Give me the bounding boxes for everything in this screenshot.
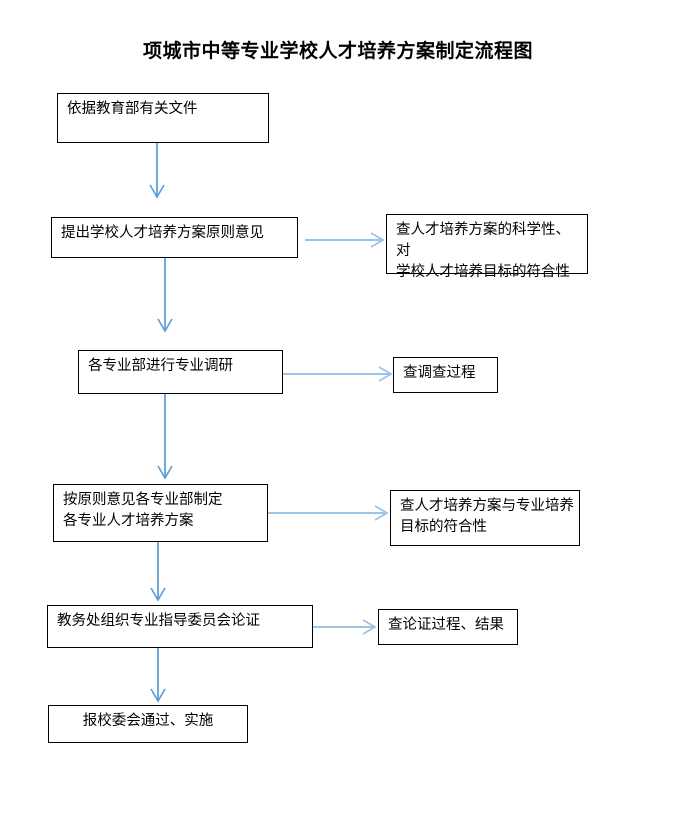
page-title: 项城市中等专业学校人才培养方案制定流程图 [142,40,533,62]
connector-step4-step5 [150,541,166,602]
connector-step5-check4 [313,619,377,635]
process-node-step-1[interactable]: 依据教育部有关文件 [57,93,269,143]
process-node-step-4-label: 按原则意见各专业部制定 各专业人才培养方案 [63,492,223,529]
connector-step2-step3 [157,258,173,333]
connector-step5-step6 [150,648,166,703]
process-node-step-2[interactable]: 提出学校人才培养方案原则意见 [51,217,298,258]
connector-step3-step4 [157,394,173,480]
connector-step4-check3 [268,505,389,521]
check-node-check-1[interactable]: 查人才培养方案的科学性、对 学校人才培养目标的符合性 [386,214,588,280]
horizontal-connectors [268,232,393,635]
connector-step1-step2 [149,143,165,199]
process-node-step-6-label: 报校委会通过、实施 [82,713,214,729]
check-node-check-3[interactable]: 查人才培养方案与专业培养 目标的符合性 [390,490,580,546]
process-node-step-4[interactable]: 按原则意见各专业部制定 各专业人才培养方案 [53,484,268,542]
process-node-step-6[interactable]: 报校委会通过、实施 [48,705,248,743]
process-node-step-5[interactable]: 教务处组织专业指导委员会论证 [47,605,313,648]
process-node-step-5-label: 教务处组织专业指导委员会论证 [57,613,260,629]
process-node-step-2-label: 提出学校人才培养方案原则意见 [61,225,264,241]
process-node-step-3[interactable]: 各专业部进行专业调研 [78,350,283,394]
check-node-check-2-label: 查调查过程 [403,365,476,381]
process-node-step-3-label: 各专业部进行专业调研 [88,358,233,374]
process-node-step-1-label: 依据教育部有关文件 [67,101,198,117]
check-node-check-1-label: 查人才培养方案的科学性、对 学校人才培养目标的符合性 [396,222,570,280]
check-node-check-4-label: 查论证过程、结果 [388,617,504,633]
connector-step2-check1 [305,232,385,248]
check-node-check-3-label: 查人才培养方案与专业培养 目标的符合性 [400,498,574,535]
check-node-check-4[interactable]: 查论证过程、结果 [378,609,518,645]
connector-step3-check2 [283,366,393,382]
check-node-check-2[interactable]: 查调查过程 [393,357,498,393]
